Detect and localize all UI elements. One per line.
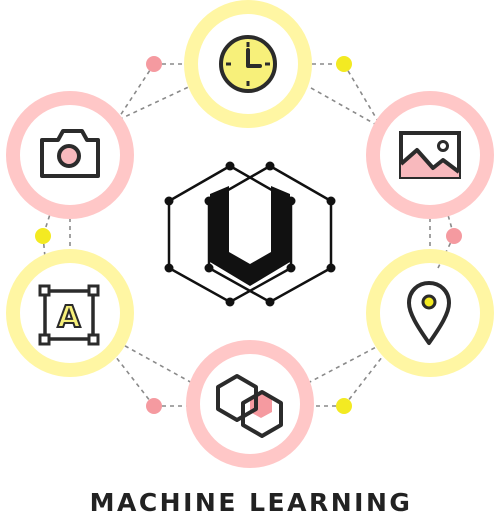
ring-location — [366, 249, 494, 377]
dot-pink — [446, 228, 462, 244]
ring-image — [366, 91, 494, 219]
ring-camera — [6, 91, 134, 219]
diagram-title: MACHINE LEARNING — [89, 488, 413, 517]
dot-yellow — [336, 398, 352, 414]
u-letter-hexagon-network-icon — [164, 161, 336, 307]
text-icon-letter: A — [57, 300, 81, 335]
dot-pink — [146, 398, 162, 414]
linked-hexagons-icon — [216, 374, 283, 438]
image-icon — [399, 131, 461, 179]
dot-yellow — [35, 228, 51, 244]
camera-icon — [40, 129, 100, 178]
dot-yellow — [336, 56, 352, 72]
dot-pink — [146, 56, 162, 72]
ring-text — [6, 249, 134, 377]
text-frame-icon: A — [38, 284, 100, 346]
rings — [6, 0, 494, 468]
map-pin-icon — [407, 281, 451, 345]
clock-icon — [219, 35, 277, 93]
ring-clock — [184, 0, 312, 128]
connector-dots — [35, 56, 462, 414]
ring-hexagons — [186, 340, 314, 468]
